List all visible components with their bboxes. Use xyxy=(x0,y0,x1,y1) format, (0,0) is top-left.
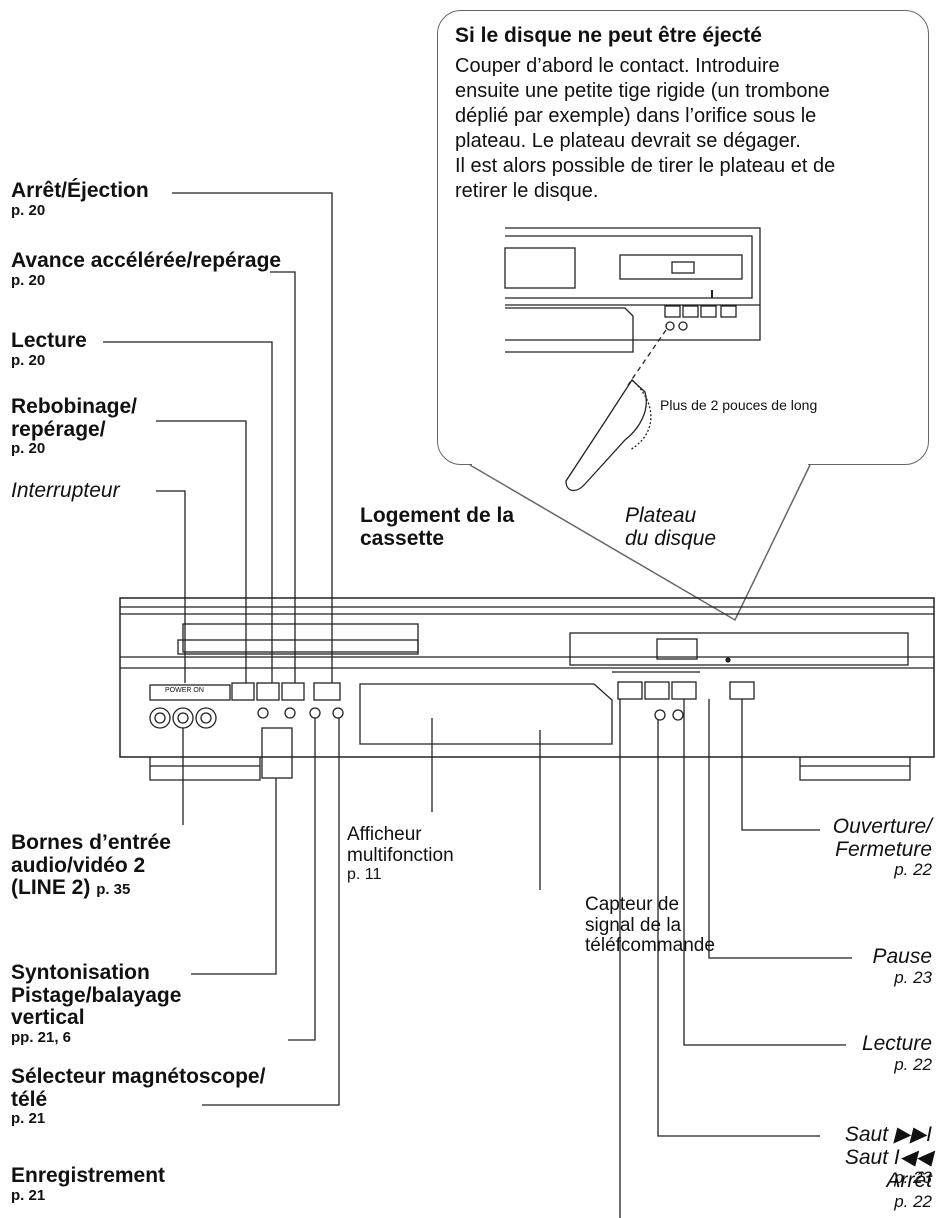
label-arret-ejection: Arrêt/Éjection p. 20 xyxy=(11,179,149,219)
label-afficheur: Afficheur multifonction p. 11 xyxy=(347,824,454,884)
callout-line: déplié par exemple) dans l’orifice sous … xyxy=(455,105,817,127)
label-syntonisation: Syntonisation Pistage/balayage vertical … xyxy=(11,961,182,1047)
label-rebobinage: Rebobinage/ repérage/ p. 20 xyxy=(11,395,138,458)
callout-line: Il est alors possible de tirer le platea… xyxy=(455,155,836,177)
callout-title: Si le disque ne peut être éjecté xyxy=(455,24,762,47)
callout-line: plateau. Le plateau devrait se dégager. xyxy=(455,130,801,152)
label-saut: Saut ▶▶I Saut I◀◀ p. 23 xyxy=(844,1123,932,1188)
tip-note: Plus de 2 pouces de long xyxy=(660,397,818,413)
label-capteur: Capteur de signal de la téléfcommande xyxy=(585,894,715,957)
label-pause: Pause p. 23 xyxy=(872,945,932,987)
label-lecture-dvd: Lecture p. 22 xyxy=(861,1032,932,1074)
callout-line: ensuite une petite tige rigide (un tromb… xyxy=(455,80,830,102)
callout-body: Couper d’abord le contact. Introduire en… xyxy=(455,54,920,204)
label-lecture-vcr: Lecture p. 20 xyxy=(11,329,87,369)
label-selecteur: Sélecteur magnétoscope/ télé p. 21 xyxy=(11,1065,266,1128)
label-arret: Arrêt p. 22 xyxy=(886,1169,932,1211)
label-plateau: Plateau du disque xyxy=(625,504,717,550)
label-logement: Logement de la cassette xyxy=(360,504,515,550)
power-button-label: POWER ON xyxy=(165,687,204,694)
label-bornes: Bornes d’entrée audio/vidéo 2 (LINE 2) p… xyxy=(11,831,171,900)
inset-device xyxy=(504,227,761,353)
callout-box xyxy=(437,10,929,465)
callout-line: Couper d’abord le contact. Introduire xyxy=(455,55,780,77)
label-enregistrement: Enregistrement p. 21 xyxy=(11,1164,166,1204)
paperclip-icon xyxy=(565,329,667,492)
callout-line: retirer le disque. xyxy=(455,180,599,202)
label-interrupteur: Interrupteur xyxy=(11,479,120,502)
label-ouverture: Ouverture/ Fermeture p. 22 xyxy=(832,815,932,880)
dvd-vcr-device xyxy=(119,597,935,781)
label-avance: Avance accélérée/repérage p. 20 xyxy=(11,249,282,289)
